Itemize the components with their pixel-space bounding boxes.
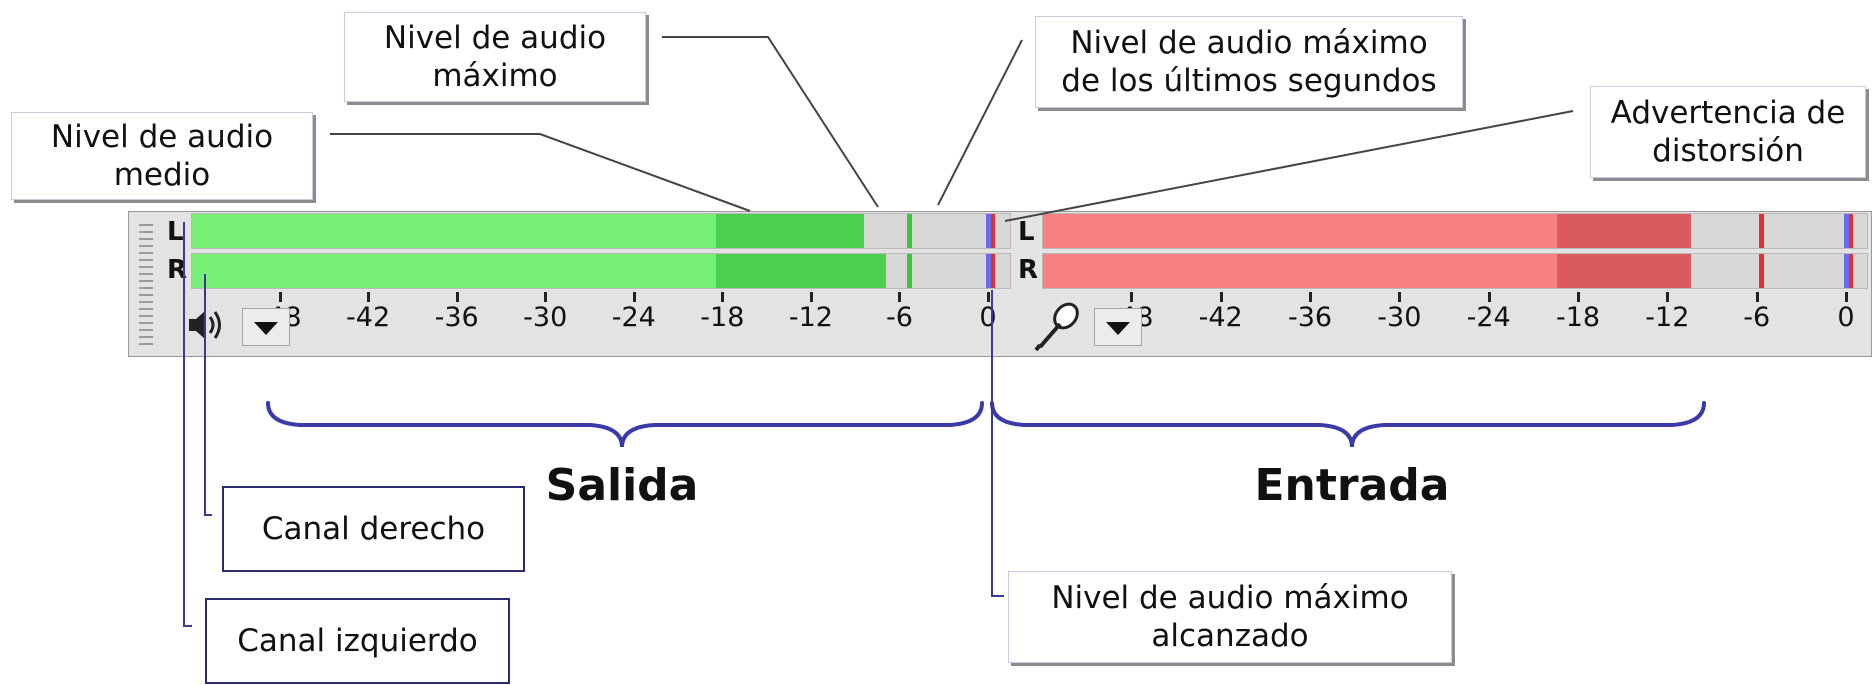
input-scale-tick-mark [1666,292,1670,302]
output-scale-tick-mark [898,292,902,302]
callout-nivel-maximo-line-1: Nivel de audio [383,20,607,56]
callout-advertencia-line-1: Advertencia de [1610,95,1846,131]
speaker-icon[interactable] [185,306,229,344]
input-right-average-bar [1556,254,1691,288]
callout-nivel-maximo: Nivel de audio máximo [344,12,646,102]
input-scale-tick-mark [1130,292,1134,302]
input-section-title: Entrada [1254,460,1450,511]
output-right-meter[interactable] [191,253,1011,289]
triangle-down-icon [1106,322,1130,335]
output-scale-tick-label: -42 [346,302,391,333]
input-left-recent-peak-marker [1758,214,1764,248]
output-scale-tick-mark [987,292,990,302]
output-scale-tick-label: -6 [885,302,913,333]
leader-nivel-maximo [662,36,879,208]
leader-canal-derecho [204,274,212,516]
input-scale-tick-label: -6 [1743,302,1771,333]
output-scale-tick-mark [809,292,813,302]
output-right-recent-peak-marker [907,254,913,288]
input-left-channel-label: L [1018,217,1035,247]
callout-nivel-maximo-ultimos: Nivel de audio máximo de los últimos seg… [1035,16,1463,108]
output-left-meter[interactable] [191,213,1011,249]
input-scale-tick-label: -12 [1645,302,1690,333]
leader-nivel-maximo-alcanzado [991,290,1004,597]
output-scale-tick-mark [367,292,371,302]
callout-nivel-maximo-ultimos-line-2: de los últimos segundos [1061,63,1437,99]
output-scale-tick-mark [544,292,548,302]
input-scale-tick-label: -18 [1555,302,1601,333]
toolbar-grip-handle[interactable] [139,224,153,348]
output-left-average-bar [715,214,864,248]
callout-nivel-maximo-alcanzado: Nivel de audio máximo alcanzado [1008,571,1452,663]
input-right-recent-peak-marker [1758,254,1764,288]
output-scale-tick-mark [278,292,282,302]
output-right-channel-label: R [167,255,188,285]
input-scale-tick-mark [1309,292,1312,302]
input-right-level-bar [1043,254,1557,288]
output-right-max-peak-marker [986,254,995,288]
output-scale-tick-label: -18 [700,302,745,333]
callout-advertencia-distorsion: Advertencia de distorsión [1590,86,1866,178]
callout-nivel-maximo-alcanzado-line-1: Nivel de audio máximo [1051,580,1409,616]
callout-advertencia-line-2: distorsión [1652,133,1804,169]
callout-nivel-maximo-line-2: máximo [432,58,558,94]
output-left-recent-peak-marker [907,214,913,248]
output-left-level-bar [192,214,716,248]
output-scale-tick-mark [721,292,725,302]
input-left-meter[interactable] [1042,213,1868,249]
callout-nivel-medio-line-2: medio [113,157,211,193]
output-right-level-bar [192,254,716,288]
input-scale-tick-label: -30 [1377,302,1422,333]
input-right-channel-label: R [1018,255,1039,285]
callout-canal-izquierdo-text: Canal izquierdo [237,623,478,659]
output-scale-tick-label: -24 [611,302,656,333]
input-scale-tick-mark [1577,292,1580,302]
input-scale-tick-mark [1755,292,1759,302]
input-scale-tick-label: -42 [1198,302,1243,333]
callout-nivel-maximo-alcanzado-line-2: alcanzado [1151,618,1309,654]
output-scale-tick-mark [632,292,636,302]
output-right-average-bar [715,254,886,288]
leader-nivel-medio [330,133,751,212]
callout-nivel-medio: Nivel de audio medio [11,112,313,200]
output-menu-button[interactable] [242,308,290,346]
output-scale-tick-mark [455,292,459,302]
microphone-icon[interactable] [1030,300,1086,354]
output-scale-tick-label: -36 [434,302,479,333]
input-right-max-peak-marker [1844,254,1853,288]
input-scale-tick-mark [1845,292,1848,302]
callout-canal-izquierdo: Canal izquierdo [205,598,510,684]
input-left-average-bar [1556,214,1691,248]
input-left-level-bar [1043,214,1557,248]
callout-nivel-maximo-ultimos-line-1: Nivel de audio máximo [1070,25,1428,61]
input-scale-tick-mark [1398,292,1402,302]
input-scale-tick-mark [1219,292,1223,302]
callout-nivel-medio-line-1: Nivel de audio [50,119,274,155]
callout-canal-derecho-text: Canal derecho [261,511,486,547]
leader-nivel-maximo-ultimos [937,39,1023,206]
callout-canal-derecho: Canal derecho [222,486,525,572]
leader-advertencia [1004,110,1574,222]
input-scale-tick-label: -24 [1466,302,1511,333]
leader-canal-izquierdo [183,222,192,627]
input-right-meter[interactable] [1042,253,1868,289]
input-menu-button[interactable] [1094,308,1142,346]
output-scale-tick-label: -30 [523,302,568,333]
output-bracket [266,401,984,448]
output-left-max-peak-marker [986,214,995,248]
input-scale-tick-label: 0 [1837,302,1855,333]
input-scale-tick-label: -36 [1287,302,1333,333]
output-section-title: Salida [545,460,699,511]
output-left-channel-label: L [167,217,184,247]
input-bracket [990,401,1706,448]
input-scale-tick-mark [1487,292,1491,302]
input-left-max-peak-marker [1844,214,1853,248]
output-scale-tick-label: -12 [788,302,833,333]
triangle-down-icon [254,322,278,335]
